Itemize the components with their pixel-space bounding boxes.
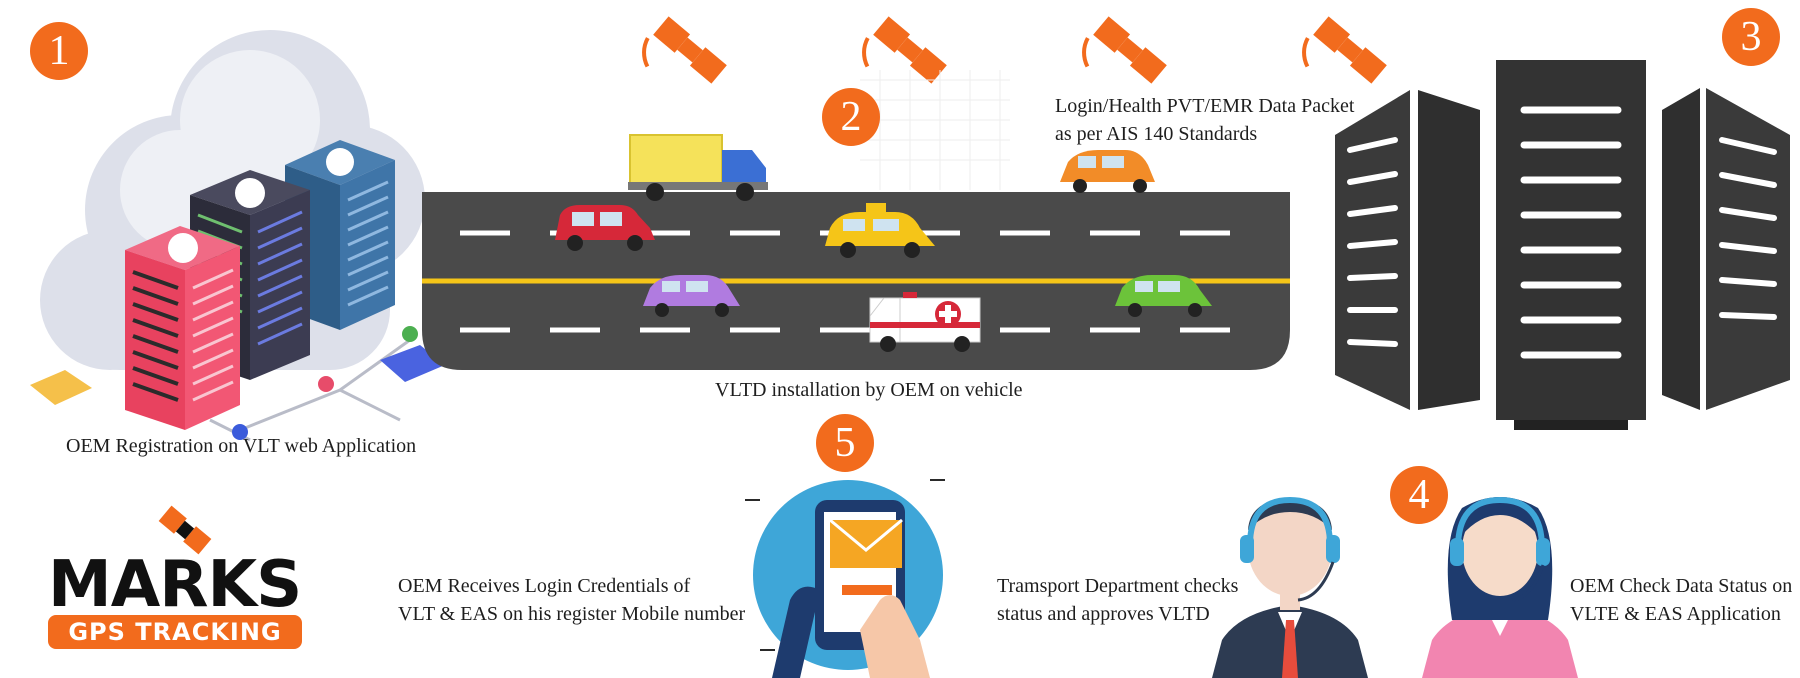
step-5-label-line-2: VLT & EAS on his register Mobile number — [398, 600, 745, 628]
truck-icon — [628, 135, 768, 201]
logo-title: MARKS — [48, 553, 301, 617]
step-2-label: Login/Health PVT/EMR Data Packet as per … — [1055, 92, 1354, 148]
oem-check-label-line-1: OEM Check Data Status on — [1570, 572, 1792, 600]
step-4-label-line-1: Tramsport Department checks — [997, 572, 1238, 600]
road-caption: VLTD installation by OEM on vehicle — [715, 376, 1023, 404]
step-4-label-line-2: status and approves VLTD — [997, 600, 1238, 628]
step-2-label-line-2: as per AIS 140 Standards — [1055, 120, 1354, 148]
yellow-tile — [30, 370, 92, 405]
network-node — [402, 326, 418, 342]
satellite-icon — [854, 15, 947, 105]
step-5-label-line-1: OEM Receives Login Credentials of — [398, 572, 745, 600]
support-agent-icon — [1422, 497, 1578, 678]
step-4-badge: 4 — [1390, 466, 1448, 524]
car-icon — [1060, 150, 1155, 193]
step-5-label: OEM Receives Login Credentials of VLT & … — [398, 572, 745, 628]
server-rack-icon — [125, 226, 240, 430]
satellite-icon — [634, 15, 727, 105]
oem-check-label-line-2: VLTE & EAS Application — [1570, 600, 1792, 628]
step-2-label-line-1: Login/Health PVT/EMR Data Packet — [1055, 92, 1354, 120]
smartphone-icon — [745, 480, 945, 678]
oem-check-label: OEM Check Data Status on VLTE & EAS Appl… — [1570, 572, 1792, 628]
server-rack-icon — [1335, 90, 1480, 410]
server-rack-icon — [1496, 60, 1646, 430]
step-4-label: Tramsport Department checks status and a… — [997, 572, 1238, 628]
step-2-badge: 2 — [822, 88, 880, 146]
background-grid — [860, 70, 1010, 190]
step-1-label-line-1: OEM Registration on VLT web Application — [66, 432, 416, 460]
step-1-badge: 1 — [30, 22, 88, 80]
step-3-badge: 3 — [1722, 8, 1780, 66]
step-1-label: OEM Registration on VLT web Application — [66, 432, 416, 460]
network-node — [318, 376, 334, 392]
server-rack-icon — [1662, 88, 1790, 410]
step-5-badge: 5 — [816, 414, 874, 472]
envelope-icon — [830, 520, 902, 568]
logo-subtitle: GPS TRACKING — [48, 615, 302, 649]
